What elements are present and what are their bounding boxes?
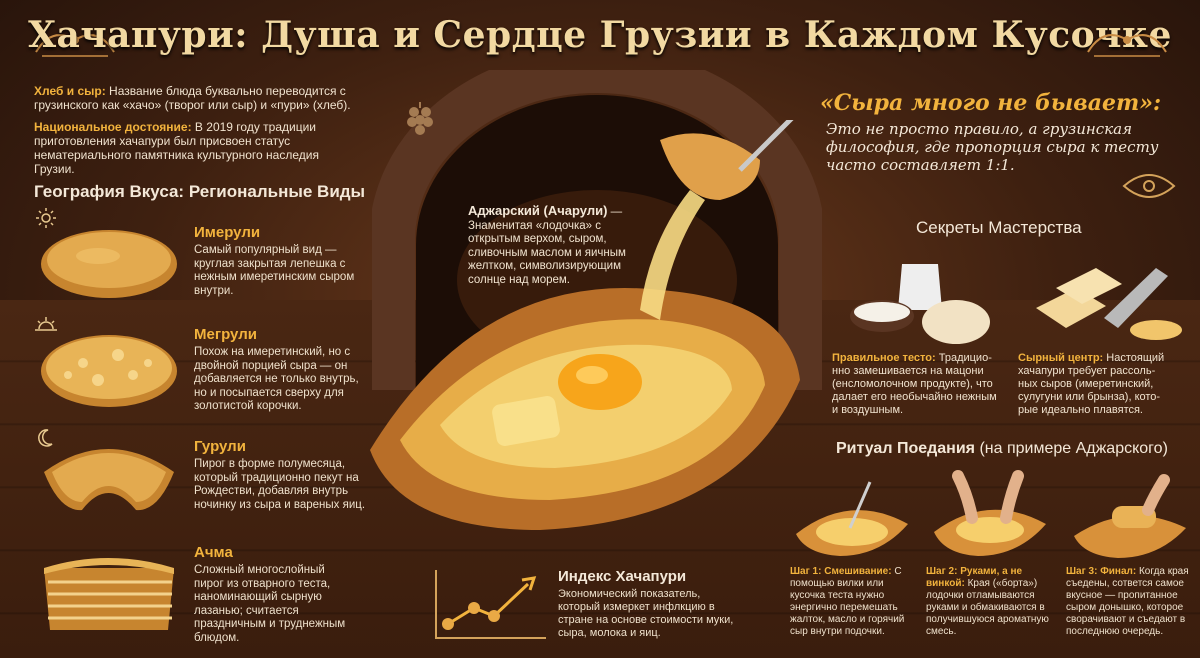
variety-desc-imeruli: Самый популярный вид — круглая закрытая … bbox=[194, 244, 355, 297]
ritual-step-1: Шаг 1: Смешивание: С помощью вилки или к… bbox=[790, 566, 905, 637]
sunrise-icon bbox=[35, 317, 57, 331]
grapes-icon bbox=[407, 102, 433, 135]
adjarian-khachapuri-illustration bbox=[370, 120, 800, 530]
variety-name-megruli: Мегрули bbox=[194, 326, 257, 343]
quote-body: Это не просто правило, а грузинская фило… bbox=[826, 120, 1159, 174]
moon-icon bbox=[38, 429, 53, 447]
matsoni-dough-image bbox=[850, 264, 990, 344]
variety-name-achma: Ачма bbox=[194, 544, 233, 561]
megruli-bread-image bbox=[41, 335, 177, 407]
adjarian-description: Аджарский (Ачарули) — Знаменитая «лодочк… bbox=[468, 203, 626, 286]
page-title: Хачапури: Душа и Сердце Грузии в Каждом … bbox=[28, 14, 1172, 56]
guruli-bread-image bbox=[44, 449, 174, 511]
quote-heading: «Сыра много не бывает»: bbox=[820, 90, 1162, 116]
variety-desc-guruli: Пирог в форме полумесяца, который традиц… bbox=[194, 458, 366, 511]
secret-cheese: Сырный центр: Настоящий хачапури требует… bbox=[1018, 352, 1165, 416]
step-2-hands-image bbox=[934, 470, 1046, 556]
khachapuri-index-title: Индекс Хачапури bbox=[558, 568, 687, 585]
sun-icon bbox=[36, 208, 56, 228]
ritual-title: Ритуал Поедания (на примере Аджарского) bbox=[836, 440, 1168, 457]
step-3-final-image bbox=[1074, 474, 1186, 558]
ornament-left-icon bbox=[35, 34, 115, 57]
variety-name-imeruli: Имерули bbox=[194, 224, 261, 241]
khachapuri-index-chart-icon bbox=[435, 570, 546, 639]
variety-name-guruli: Гурули bbox=[194, 438, 246, 455]
secrets-title: Секреты Мастерства bbox=[916, 218, 1082, 237]
variety-desc-megruli: Похож на имеретинский, но с двойной порц… bbox=[194, 346, 359, 412]
ornament-right-icon bbox=[1087, 34, 1167, 57]
variety-desc-achma: Сложный многослойный пирог из отварного … bbox=[194, 564, 346, 644]
secret-dough: Правильное тесто: Традицио-нно замешивае… bbox=[832, 352, 997, 416]
intro-bread-cheese: Хлеб и сыр: Название блюда буквально пер… bbox=[34, 84, 351, 112]
imeruli-bread-image bbox=[41, 230, 177, 298]
cheese-grater-image bbox=[1036, 268, 1182, 340]
step-1-mixing-image bbox=[796, 481, 908, 556]
khachapuri-boat-icon bbox=[1122, 174, 1176, 198]
ritual-step-3: Шаг 3: Финал: Когда края съедены, сответ… bbox=[1066, 566, 1189, 637]
intro-national-heritage: Национальное достояние: В 2019 году трад… bbox=[34, 120, 319, 176]
regions-title: География Вкуса: Региональные Виды bbox=[34, 182, 366, 201]
khachapuri-index-desc: Экономический показатель, который измерк… bbox=[558, 588, 734, 639]
achma-layered-pie-image bbox=[44, 558, 174, 630]
ritual-step-2: Шаг 2: Руками, а не винкой: Края («борта… bbox=[926, 566, 1049, 637]
